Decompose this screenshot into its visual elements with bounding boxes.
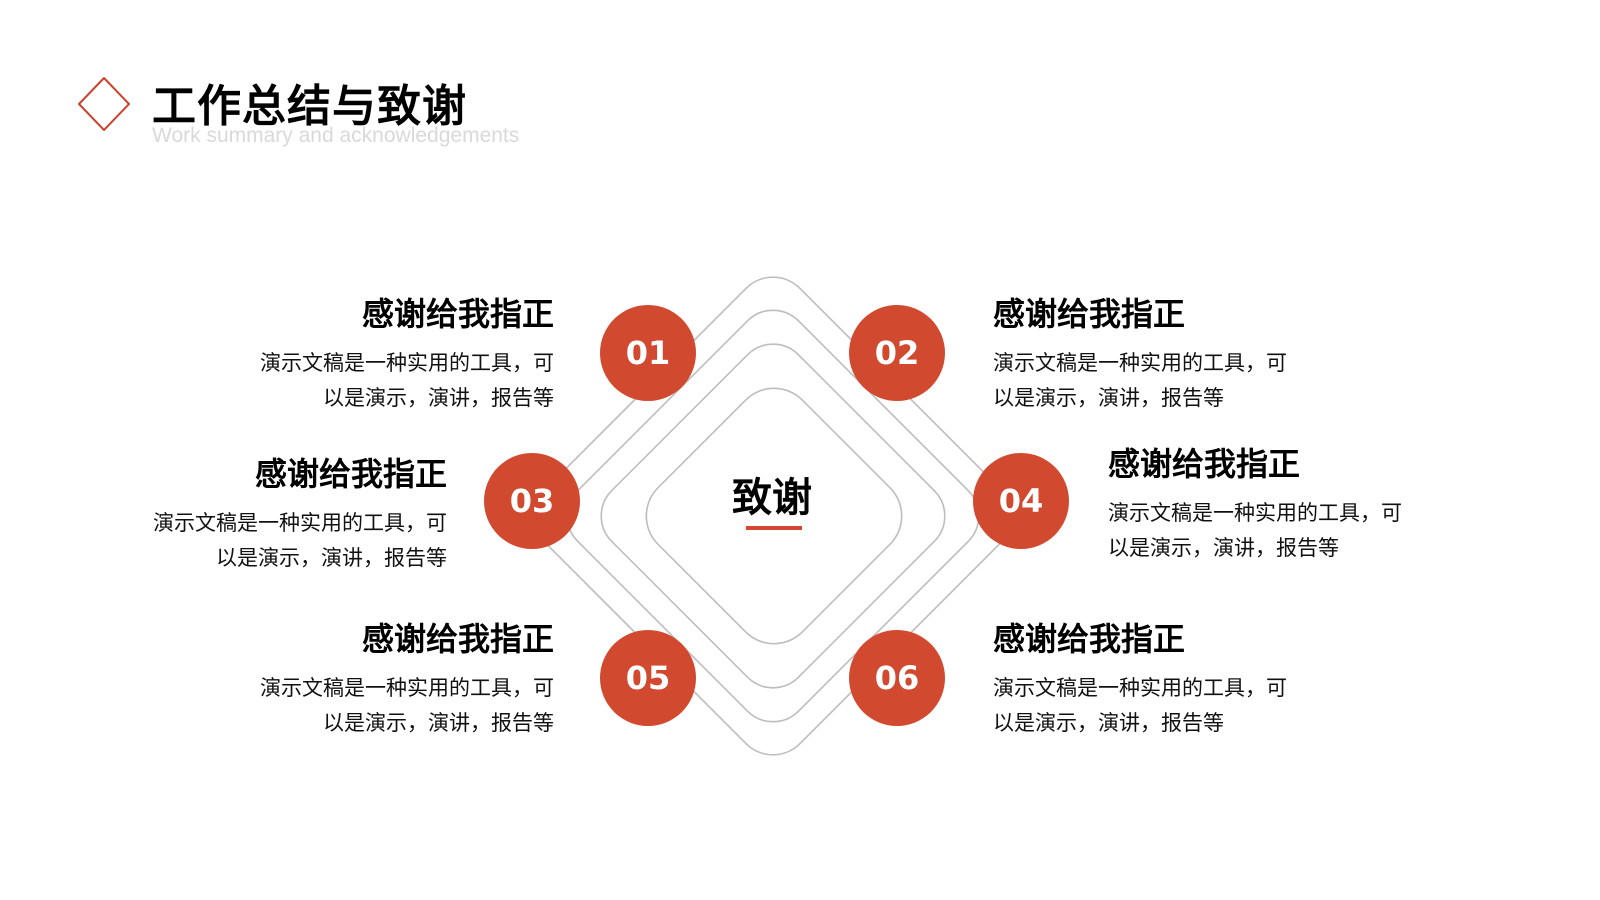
item-desc-line: 演示文稿是一种实用的工具，可: [153, 511, 447, 535]
item-block-05: 感谢给我指正 演示文稿是一种实用的工具，可 以是演示，演讲，报告等: [214, 619, 554, 741]
center-underline: [746, 526, 802, 530]
diamond-ring-inner: [645, 387, 903, 645]
item-description: 演示文稿是一种实用的工具，可 以是演示，演讲，报告等: [214, 671, 554, 741]
item-description: 演示文稿是一种实用的工具，可 以是演示，演讲，报告等: [993, 346, 1333, 416]
item-desc-line: 以是演示，演讲，报告等: [323, 386, 554, 410]
item-title: 感谢给我指正: [254, 455, 447, 493]
number-badge-03: 03: [484, 453, 580, 549]
item-desc-line: 以是演示，演讲，报告等: [993, 711, 1224, 735]
diamond-outline-icon: [78, 77, 130, 131]
number-badge-02: 02: [849, 305, 945, 401]
item-desc-line: 演示文稿是一种实用的工具，可: [1108, 501, 1402, 525]
item-desc-line: 演示文稿是一种实用的工具，可: [260, 351, 554, 375]
item-block-01: 感谢给我指正 演示文稿是一种实用的工具，可 以是演示，演讲，报告等: [214, 294, 554, 416]
diamond-ring-3: [600, 343, 946, 689]
item-desc-line: 以是演示，演讲，报告等: [216, 546, 447, 570]
item-block-03: 感谢给我指正 演示文稿是一种实用的工具，可 以是演示，演讲，报告等: [107, 454, 447, 576]
item-block-02: 感谢给我指正 演示文稿是一种实用的工具，可 以是演示，演讲，报告等: [993, 294, 1333, 416]
number-badge-04: 04: [973, 453, 1069, 549]
item-title: 感谢给我指正: [993, 295, 1186, 333]
item-description: 演示文稿是一种实用的工具，可 以是演示，演讲，报告等: [1108, 496, 1448, 566]
item-description: 演示文稿是一种实用的工具，可 以是演示，演讲，报告等: [214, 346, 554, 416]
item-desc-line: 以是演示，演讲，报告等: [1108, 536, 1339, 560]
number-badge-01: 01: [600, 305, 696, 401]
item-desc-line: 演示文稿是一种实用的工具，可: [260, 676, 554, 700]
diamond-ring-2: [566, 309, 980, 723]
item-title: 感谢给我指正: [1108, 445, 1301, 483]
item-description: 演示文稿是一种实用的工具，可 以是演示，演讲，报告等: [993, 671, 1333, 741]
item-title: 感谢给我指正: [993, 620, 1186, 658]
item-title: 感谢给我指正: [361, 620, 554, 658]
center-label: 致谢: [732, 475, 812, 521]
item-block-04: 感谢给我指正 演示文稿是一种实用的工具，可 以是演示，演讲，报告等: [1108, 444, 1448, 566]
item-description: 演示文稿是一种实用的工具，可 以是演示，演讲，报告等: [107, 506, 447, 576]
item-desc-line: 以是演示，演讲，报告等: [993, 386, 1224, 410]
item-title: 感谢给我指正: [361, 295, 554, 333]
item-desc-line: 以是演示，演讲，报告等: [323, 711, 554, 735]
page-subtitle: Work summary and acknowledgements: [152, 124, 520, 147]
number-badge-05: 05: [600, 630, 696, 726]
page-title: 工作总结与致谢: [152, 81, 467, 132]
item-block-06: 感谢给我指正 演示文稿是一种实用的工具，可 以是演示，演讲，报告等: [993, 619, 1333, 741]
number-badge-06: 06: [849, 630, 945, 726]
item-desc-line: 演示文稿是一种实用的工具，可: [993, 351, 1287, 375]
item-desc-line: 演示文稿是一种实用的工具，可: [993, 676, 1287, 700]
